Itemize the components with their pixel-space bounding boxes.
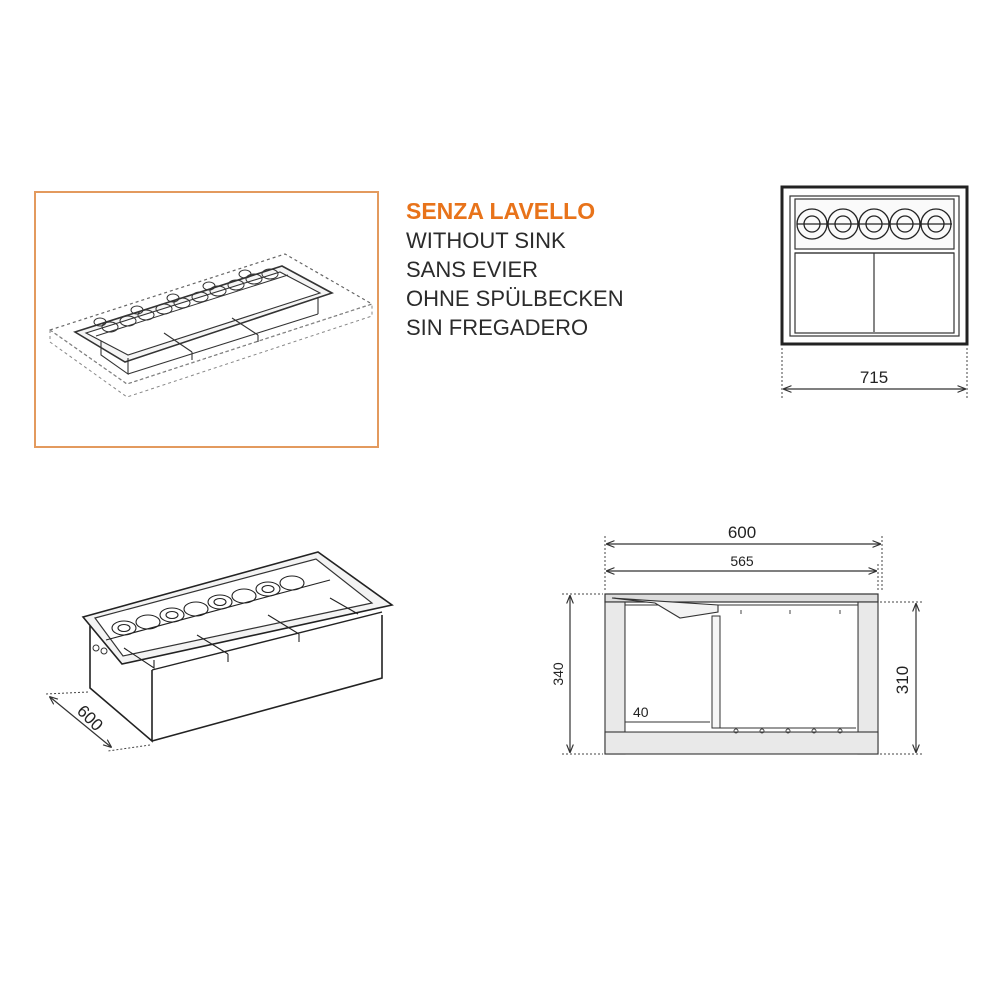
iso-compartments <box>100 298 319 376</box>
legend-line: OHNE SPÜLBECKEN <box>406 286 624 311</box>
dim-label-40: 40 <box>633 704 649 720</box>
iso-view-large: 600 <box>45 551 394 752</box>
ext-line <box>107 744 151 752</box>
inner-cavity <box>624 604 859 733</box>
dim-label-600-depth: 600 <box>73 701 106 734</box>
body-side <box>89 626 153 743</box>
section-view: 600 565 340 310 40 <box>550 523 922 755</box>
right-wall <box>857 601 879 755</box>
drain-icon <box>92 644 100 652</box>
iso-large-pans <box>105 575 331 641</box>
highlight-frame <box>34 191 379 448</box>
legend-title: SENZA LAVELLO <box>406 198 595 224</box>
dim-label-340: 340 <box>550 662 566 686</box>
pan-ridges <box>733 610 843 734</box>
body-edge <box>151 611 383 671</box>
left-wall <box>604 601 626 755</box>
rim-inner <box>93 558 374 657</box>
countertop-outline <box>48 253 374 385</box>
front-inner <box>789 195 960 337</box>
ext-line <box>45 691 89 695</box>
legend-line: SANS EVIER <box>406 257 538 282</box>
iso-view-framed <box>34 191 379 448</box>
dim-label-715: 715 <box>860 368 888 387</box>
front-outer <box>780 185 969 346</box>
front-pan-circles <box>796 208 952 240</box>
front-view: 715 <box>780 185 969 398</box>
legend: SENZA LAVELLO WITHOUT SINK SANS EVIER OH… <box>406 198 624 340</box>
iso-pan-grid <box>93 268 289 337</box>
dim-label-565: 565 <box>730 553 754 569</box>
dim-label-310: 310 <box>893 666 912 694</box>
countertop-edge <box>49 303 373 398</box>
front-bay <box>794 252 955 334</box>
bottom-slab <box>604 731 879 755</box>
lid-panel <box>611 597 719 619</box>
dim-label-600: 600 <box>728 523 756 542</box>
body-front <box>151 615 383 742</box>
dimension-line <box>50 697 111 747</box>
drain-icon <box>100 647 108 655</box>
legend-line: WITHOUT SINK <box>406 228 566 253</box>
iso-large-compartments <box>123 597 359 670</box>
top-plate <box>604 593 879 603</box>
pan-body <box>711 615 721 729</box>
unit-inner <box>84 271 322 356</box>
legend-line: SIN FREGADERO <box>406 315 588 340</box>
